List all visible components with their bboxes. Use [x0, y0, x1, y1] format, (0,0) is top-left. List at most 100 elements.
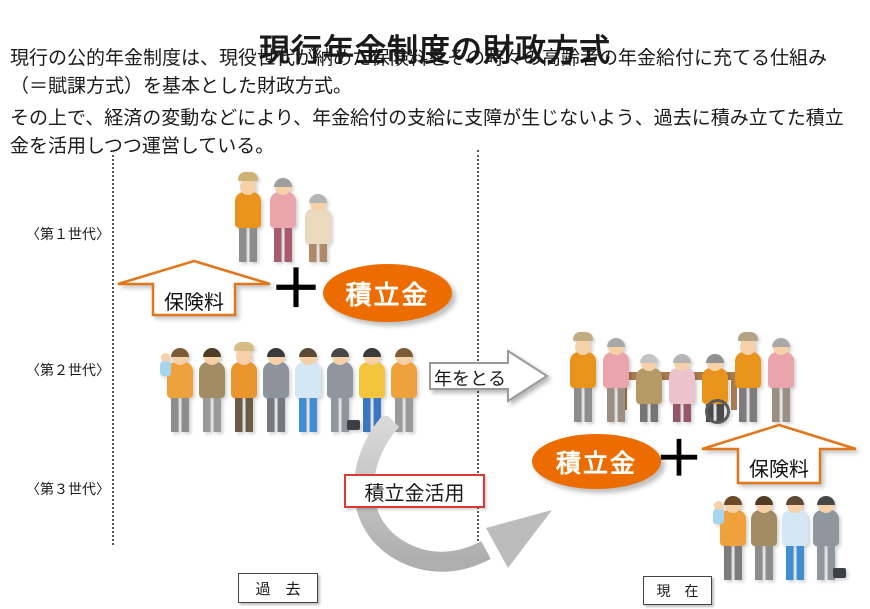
person-head: [575, 339, 591, 355]
person-figure: [391, 348, 417, 432]
person-torso: [669, 368, 695, 404]
person-torso: [712, 501, 746, 546]
hair-icon: [274, 178, 292, 187]
person-legs: [395, 398, 413, 432]
divider-dotted-line-right: [477, 150, 479, 545]
person-legs: [574, 388, 592, 422]
person-legs: [274, 228, 292, 262]
hair-icon: [363, 348, 381, 357]
baby-icon: [712, 501, 724, 524]
person-head: [816, 496, 835, 513]
person-figure: [235, 172, 261, 262]
person-torso: [570, 352, 596, 388]
person-head: [772, 338, 790, 355]
person-torso: [270, 192, 296, 228]
hair-icon: [706, 354, 724, 363]
person-torso: [781, 510, 808, 546]
plus-icon-present: ＋: [655, 433, 704, 486]
hat-icon: [234, 342, 254, 351]
person-legs: [239, 228, 257, 262]
premium-label-past: 保険料: [164, 292, 224, 314]
person-head: [203, 348, 221, 365]
person-torso: [812, 510, 839, 546]
person-head: [706, 354, 724, 371]
person-figure: [735, 332, 761, 422]
premium-up-arrow-past: 保険料: [116, 259, 272, 317]
person-head: [240, 179, 256, 195]
person-figure: [263, 348, 289, 432]
hair-icon: [395, 348, 413, 357]
person-torso: [603, 352, 629, 388]
timeline-present-box: 現 在: [643, 576, 712, 605]
hair-icon: [640, 354, 658, 363]
briefcase-icon: [347, 420, 360, 430]
person-legs: [739, 388, 757, 422]
person-figure: [603, 338, 629, 422]
briefcase-icon: [832, 568, 846, 578]
up-arrow-icon: [117, 259, 271, 317]
person-figure: [160, 348, 193, 432]
person-figure: [295, 348, 321, 432]
figure-group-gen1-elderly: [220, 166, 346, 262]
hair-icon: [299, 348, 317, 357]
reserve-ellipse-past: 積立金: [323, 264, 452, 322]
reserve-use-box: 積立金活用: [344, 474, 485, 508]
person-legs: [816, 546, 835, 580]
figure-group-gen3-young: [712, 486, 846, 580]
premium-label-present: 保険料: [749, 459, 809, 481]
person-legs: [299, 398, 317, 432]
person-head: [309, 194, 327, 211]
person-torso: [263, 362, 289, 398]
person-head: [607, 338, 625, 355]
reserve-ellipse-present: 積立金: [532, 434, 661, 489]
person-figure: [636, 354, 662, 422]
person-head: [395, 348, 413, 365]
divider-dotted-line-left: [112, 150, 114, 545]
aging-arrow-label: 年をとる: [434, 369, 506, 389]
description-block: 現行の公的年金制度は、現役世代が納めた保険料をその時々の高齢者の年金給付に充てる…: [10, 45, 862, 165]
person-head: [267, 348, 285, 365]
face-icon: [236, 349, 252, 365]
hair-icon: [171, 348, 189, 357]
person-torso: [735, 352, 761, 388]
person-torso: [199, 362, 225, 398]
person-legs: [235, 398, 253, 432]
hair-icon: [772, 338, 790, 347]
person-torso: [768, 352, 794, 388]
person-torso: [327, 362, 353, 398]
hair-icon: [331, 348, 349, 357]
person-figure: [669, 354, 695, 422]
hair-icon: [607, 338, 625, 347]
generation-2-label: 〈第２世代〉: [26, 362, 110, 378]
premium-up-arrow-present: 保険料: [700, 423, 858, 485]
person-figure: [570, 332, 596, 422]
person-legs: [754, 546, 773, 580]
person-head: [331, 348, 349, 365]
plus-icon-past: ＋: [270, 261, 323, 319]
person-legs: [772, 388, 790, 422]
description-paragraph-1: 現行の公的年金制度は、現役世代が納めた保険料をその時々の高齢者の年金給付に充てる…: [10, 48, 828, 97]
person-figure: [781, 496, 808, 580]
person-head: [274, 178, 292, 195]
person-torso: [231, 362, 257, 398]
swoosh-arrow-icon: [354, 416, 552, 572]
figure-group-gen2-workers: [157, 330, 427, 432]
person-head: [673, 354, 691, 371]
generation-3-label: 〈第３世代〉: [26, 481, 110, 497]
hair-icon: [267, 348, 285, 357]
hair-icon: [816, 496, 835, 505]
hair-icon: [785, 496, 804, 505]
person-torso: [636, 368, 662, 404]
figure-group-gen2-aged: [550, 320, 814, 424]
person-head: [754, 496, 773, 513]
person-figure: [231, 342, 257, 432]
hat-icon: [738, 332, 758, 341]
hair-icon: [754, 496, 773, 505]
person-legs: [607, 388, 625, 422]
person-torso: [305, 208, 331, 244]
person-legs: [309, 244, 327, 262]
person-head: [723, 496, 742, 513]
person-figure: [702, 354, 730, 424]
person-legs: [171, 398, 189, 432]
aging-arrow: 年をとる: [428, 348, 550, 404]
